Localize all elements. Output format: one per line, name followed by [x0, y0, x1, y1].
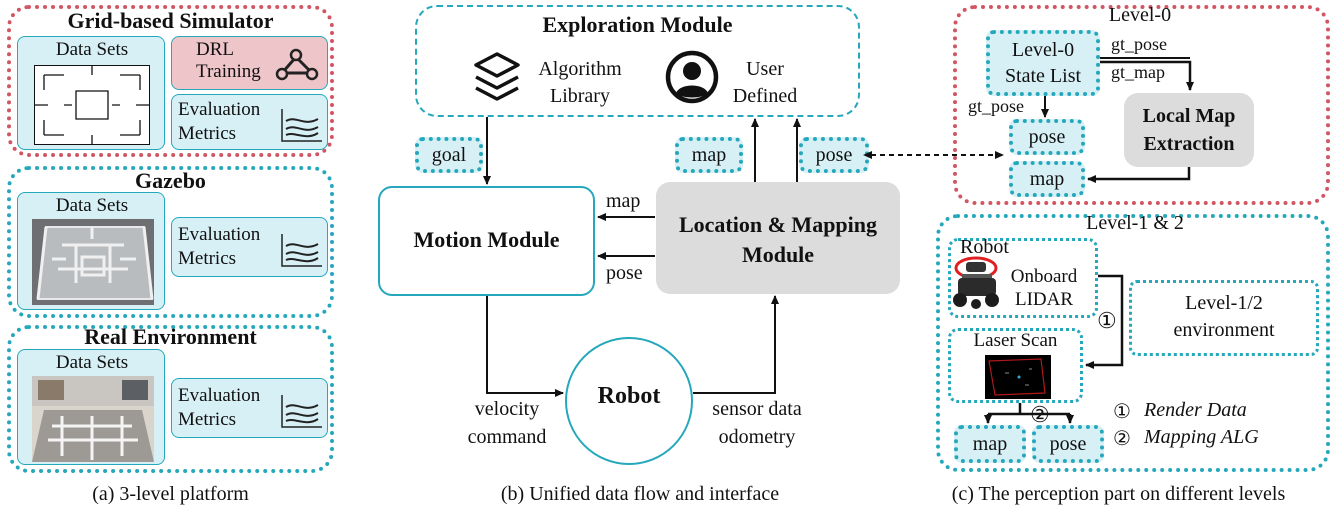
pose-arrow-label: pose — [606, 262, 643, 284]
data-sets-label: Data Sets — [55, 195, 129, 216]
exploration-module-title: Exploration Module — [542, 12, 733, 37]
caption-c: (c) The perception part on different lev… — [951, 483, 1286, 505]
motion-module-box — [378, 186, 595, 296]
level12-environment-label: Level-1/2 environment — [1173, 292, 1275, 341]
map-chip: map — [675, 137, 743, 173]
gt-pose-label-2: gt_pose — [968, 96, 1024, 116]
level0-state-list-label: Level-0 State List — [1004, 39, 1082, 87]
location-mapping-label: Location & Mapping Module — [678, 212, 878, 267]
grid-simulator-title: Grid-based Simulator — [67, 8, 274, 33]
user-defined-label: User Defined — [732, 58, 798, 107]
evaluation-metrics-label: Evaluation Metrics — [178, 224, 261, 269]
local-map-extraction-box — [1124, 93, 1254, 167]
level12-title: Level-1 & 2 — [1086, 212, 1184, 234]
robot-node-label: Robot — [597, 383, 661, 409]
robot-node — [565, 337, 693, 465]
motion-module-label: Motion Module — [413, 227, 560, 252]
data-sets-box-real: Data Sets — [17, 349, 165, 465]
sensor-arrow — [693, 295, 779, 394]
pose-chip: pose — [799, 137, 869, 173]
map-chip-output: map — [954, 425, 1026, 463]
drl-training-label: DRL Training — [196, 39, 261, 82]
pose-chip-output: pose — [1032, 425, 1104, 463]
legend-1-number: ① — [1113, 401, 1131, 423]
layers-icon — [474, 52, 520, 101]
evaluation-metrics-label: Evaluation Metrics — [178, 385, 261, 430]
grid-map-image — [34, 65, 150, 145]
location-mapping-box — [656, 182, 900, 294]
velocity-arrow — [486, 296, 564, 397]
legend-2-number: ② — [1113, 428, 1131, 450]
gazebo-group — [7, 166, 334, 318]
gazebo-world-image — [32, 219, 154, 305]
data-sets-label: Data Sets — [55, 352, 129, 373]
onboard-lidar-label: Onboard LIDAR — [1010, 266, 1078, 310]
level0-state-list: Level-0 State List — [986, 30, 1100, 96]
evaluation-metrics-box-real: Evaluation Metrics — [171, 378, 328, 438]
robot-photo — [953, 256, 999, 309]
caption-a: (a) 3-level platform — [92, 483, 249, 505]
evaluation-metrics-label: Evaluation Metrics — [178, 99, 261, 144]
local-map-extraction-label: Local Map Extraction — [1142, 105, 1236, 155]
user-icon — [665, 50, 719, 104]
exploration-module-box — [415, 5, 860, 117]
map-arrow-label: map — [606, 190, 641, 212]
level12-environment-box — [1129, 280, 1319, 356]
legend-2-text: Mapping ALG — [1144, 426, 1259, 448]
real-room-photo — [32, 376, 154, 462]
network-icon — [275, 48, 319, 81]
gazebo-title: Gazebo — [135, 168, 206, 193]
level0-title: Level-0 — [1108, 4, 1172, 26]
data-sets-label: Data Sets — [55, 39, 129, 60]
level12-group — [936, 214, 1330, 472]
velocity-command-label: velocity command — [467, 398, 547, 448]
pose-chip-level0: pose — [1009, 119, 1085, 155]
gt-map-label: gt_map — [1111, 62, 1165, 82]
robot-box-label: Robot — [960, 236, 1009, 258]
evaluation-metrics-box-gazebo: Evaluation Metrics — [171, 217, 328, 277]
map-chip-level0: map — [1009, 161, 1085, 197]
circle-1-label: ① — [1097, 308, 1117, 333]
evaluation-metrics-box-grid: Evaluation Metrics — [171, 94, 328, 150]
legend-1-text: Render Data — [1144, 399, 1247, 421]
grid-simulator-group — [7, 5, 334, 157]
laser-scan-image — [985, 355, 1051, 399]
caption-b: (b) Unified data flow and interface — [500, 483, 780, 505]
data-sets-box-gazebo: Data Sets — [17, 192, 165, 310]
drl-training-box: DRL Training — [171, 36, 328, 90]
sensor-data-label: sensor data odometry — [712, 398, 802, 448]
goal-chip: goal — [415, 137, 483, 173]
gt-pose-label-1: gt_pose — [1111, 34, 1167, 54]
metrics-chart-icon — [281, 109, 322, 142]
data-sets-box-grid: Data Sets — [17, 36, 165, 150]
laser-scan-box — [948, 328, 1083, 403]
metrics-chart-icon — [281, 234, 322, 267]
level0-group — [953, 5, 1330, 205]
real-environment-title: Real Environment — [84, 324, 257, 349]
algorithm-library-label: Algorithm Library — [538, 58, 622, 107]
metrics-chart-icon — [281, 395, 322, 428]
laser-scan-label: Laser Scan — [973, 330, 1058, 351]
real-environment-group — [7, 325, 334, 473]
